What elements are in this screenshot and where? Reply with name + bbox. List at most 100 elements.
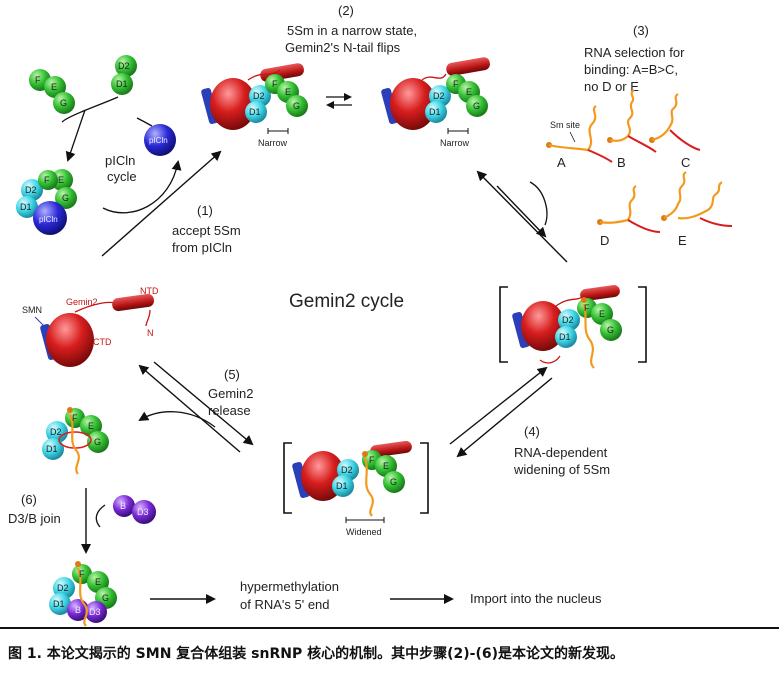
hypermethylation-line1: hypermethylation xyxy=(240,579,339,594)
svg-text:C: C xyxy=(681,155,690,170)
svg-text:G: G xyxy=(473,101,480,111)
rna-entry-curve xyxy=(529,181,548,226)
step2-line1: 5Sm in a narrow state, xyxy=(287,23,417,38)
svg-text:D1: D1 xyxy=(336,481,348,491)
svg-text:E: E xyxy=(466,87,472,97)
svg-text:D3: D3 xyxy=(89,607,101,617)
svg-text:E: E xyxy=(678,233,687,248)
svg-text:F: F xyxy=(272,79,278,89)
label-d1: D1 xyxy=(116,79,128,89)
import-label: Import into the nucleus xyxy=(470,591,602,606)
svg-text:B: B xyxy=(120,501,126,511)
svg-text:D1: D1 xyxy=(429,107,441,117)
picln-cycle-line2: cycle xyxy=(107,169,137,184)
svg-text:D1: D1 xyxy=(20,202,32,212)
arrow-narrow-to-bound xyxy=(496,185,547,238)
svg-text:D1: D1 xyxy=(53,599,65,609)
d3-b-subcomplex: B D3 xyxy=(113,495,156,524)
hypermethylation-line2: of RNA's 5' end xyxy=(240,597,330,612)
free-d1d2-subcomplex: D2 D1 xyxy=(111,55,137,95)
svg-text:D2: D2 xyxy=(50,427,62,437)
rna-E: E xyxy=(661,171,733,248)
svg-text:E: E xyxy=(88,421,94,431)
diagram-title: Gemin2 cycle xyxy=(289,291,404,312)
step5-line2: release xyxy=(208,403,251,418)
narrow-complex-left: D2 D1 F E G Narrow xyxy=(201,63,308,148)
step3-line1: RNA selection for xyxy=(584,45,685,60)
svg-text:G: G xyxy=(293,101,300,111)
picln-recycle-arrow xyxy=(102,160,182,214)
svg-text:G: G xyxy=(102,593,109,603)
step1-line2: from pICln xyxy=(172,240,232,255)
rna-D: D xyxy=(597,185,661,248)
svg-text:B: B xyxy=(617,155,626,170)
svg-text:B: B xyxy=(75,605,81,615)
step5-line1: Gemin2 xyxy=(208,386,254,401)
svg-text:SMN: SMN xyxy=(22,305,42,315)
free-gemin2-smn: SMN Gemin2 NTD N CTD xyxy=(22,286,159,367)
svg-text:E: E xyxy=(58,175,64,185)
svg-text:D2: D2 xyxy=(253,91,265,101)
svg-text:F: F xyxy=(369,455,375,465)
svg-text:Narrow: Narrow xyxy=(258,138,288,148)
svg-text:pICln: pICln xyxy=(39,215,58,224)
step2-num: (2) xyxy=(338,3,354,18)
svg-text:F: F xyxy=(453,79,459,89)
svg-text:F: F xyxy=(72,413,78,423)
svg-text:D1: D1 xyxy=(46,444,58,454)
svg-text:F: F xyxy=(44,175,50,185)
sm-core-rna: F E G D2 D1 xyxy=(42,407,109,475)
gemin2-release-curve xyxy=(138,411,216,428)
step5-arrow-up xyxy=(138,364,241,453)
svg-text:D: D xyxy=(600,233,609,248)
svg-text:A: A xyxy=(557,155,566,170)
step4-num: (4) xyxy=(524,424,540,439)
svg-text:Narrow: Narrow xyxy=(440,138,470,148)
step4-arrow-left xyxy=(456,377,553,458)
label-e: E xyxy=(51,82,57,92)
step1-line1: accept 5Sm xyxy=(172,223,241,238)
arrow-to-narrow xyxy=(476,170,568,263)
label-f: F xyxy=(35,75,41,85)
rna-bound-complex: D2 D1 F E G xyxy=(499,285,647,369)
step5-num: (5) xyxy=(224,367,240,382)
svg-text:D1: D1 xyxy=(249,107,261,117)
label-g: G xyxy=(60,98,67,108)
step5-arrow-down xyxy=(153,361,254,446)
rna-B: B xyxy=(607,89,657,170)
svg-text:G: G xyxy=(62,193,69,203)
final-sm-core: F E G D2 D1 B D3 xyxy=(49,561,117,627)
rna-A: Sm site A xyxy=(546,105,613,170)
svg-text:F: F xyxy=(584,303,590,313)
picln-5sm-complex: E G F D2 D1 pICln xyxy=(16,169,77,235)
svg-text:D2: D2 xyxy=(57,583,69,593)
picln-label: pICln xyxy=(149,136,168,145)
step1-arrow xyxy=(101,150,222,257)
svg-text:G: G xyxy=(94,437,101,447)
svg-text:Widened: Widened xyxy=(346,527,382,537)
svg-text:E: E xyxy=(599,309,605,319)
svg-text:Gemin2: Gemin2 xyxy=(66,297,98,307)
svg-text:E: E xyxy=(285,87,291,97)
svg-text:Sm site: Sm site xyxy=(550,120,580,130)
widened-complex: D2 D1 F E G Widened xyxy=(283,440,429,537)
svg-text:F: F xyxy=(79,569,85,579)
svg-text:D3: D3 xyxy=(137,507,149,517)
rna-C: C xyxy=(649,93,701,170)
step3-line3: no D or E xyxy=(584,79,639,94)
picln-cycle-line1: pICln xyxy=(105,153,135,168)
svg-text:NTD: NTD xyxy=(140,286,159,296)
svg-text:D2: D2 xyxy=(25,185,37,195)
d3b-join-curve xyxy=(95,504,106,528)
step1-num: (1) xyxy=(197,203,213,218)
step4-arrow-right xyxy=(449,366,548,445)
narrow-complex-right: D2 D1 F E G Narrow xyxy=(381,57,490,148)
svg-text:N: N xyxy=(147,328,154,338)
svg-text:D2: D2 xyxy=(433,91,445,101)
step3-num: (3) xyxy=(633,23,649,38)
picln-join-line xyxy=(136,117,153,127)
svg-text:G: G xyxy=(607,325,614,335)
svg-text:D2: D2 xyxy=(562,315,574,325)
step6-line1: D3/B join xyxy=(8,511,61,526)
